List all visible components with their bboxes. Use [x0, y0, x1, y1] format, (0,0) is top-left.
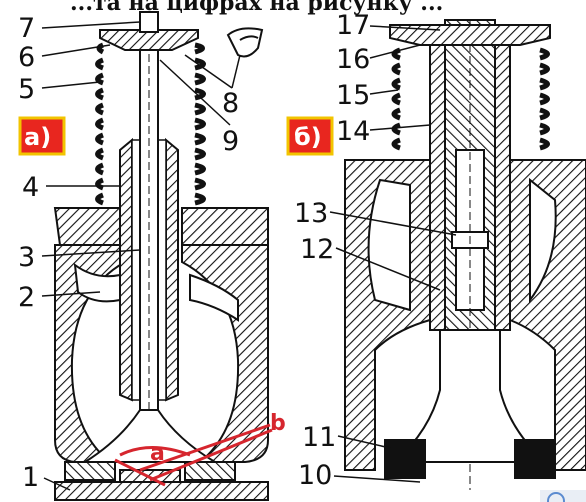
callouts-mid: 8 9	[159, 54, 241, 157]
right-valve-assembly	[344, 19, 586, 490]
callout-7: 7	[18, 13, 35, 44]
callout-14: 14	[336, 116, 370, 147]
panel-badge-left: а)	[18, 116, 66, 156]
callout-10: 10	[298, 460, 332, 491]
left-valve-assembly	[53, 11, 273, 501]
cotters	[226, 27, 264, 58]
callout-11: 11	[302, 422, 336, 453]
angle-label-b: b	[270, 411, 286, 436]
callout-16: 16	[336, 44, 370, 75]
callout-9: 9	[222, 126, 239, 157]
callouts-left: 7 6 5 4 3 2 1	[18, 13, 141, 493]
callout-15: 15	[336, 80, 370, 111]
callout-17: 17	[336, 10, 370, 41]
svg-text:б): б)	[294, 123, 322, 151]
callout-13: 13	[294, 198, 328, 229]
panel-badge-right: б)	[286, 116, 334, 156]
callout-12: 12	[300, 234, 334, 265]
callouts-right: 17 16 15 14 13 12 11 10	[294, 10, 457, 491]
callout-4: 4	[22, 172, 39, 203]
callout-1: 1	[22, 462, 39, 493]
callout-6: 6	[18, 42, 35, 73]
left-spring	[95, 42, 206, 206]
callout-2: 2	[18, 282, 35, 313]
svg-text:а): а)	[24, 123, 51, 151]
angle-label-a: a	[150, 441, 165, 466]
callout-3: 3	[18, 242, 35, 273]
angle-arc-a	[119, 446, 191, 457]
callout-5: 5	[18, 74, 35, 105]
search-icon[interactable]	[540, 490, 586, 502]
caption-fragment: ...та на цифрах на рисунку ...	[70, 0, 443, 16]
callout-8: 8	[222, 88, 239, 119]
